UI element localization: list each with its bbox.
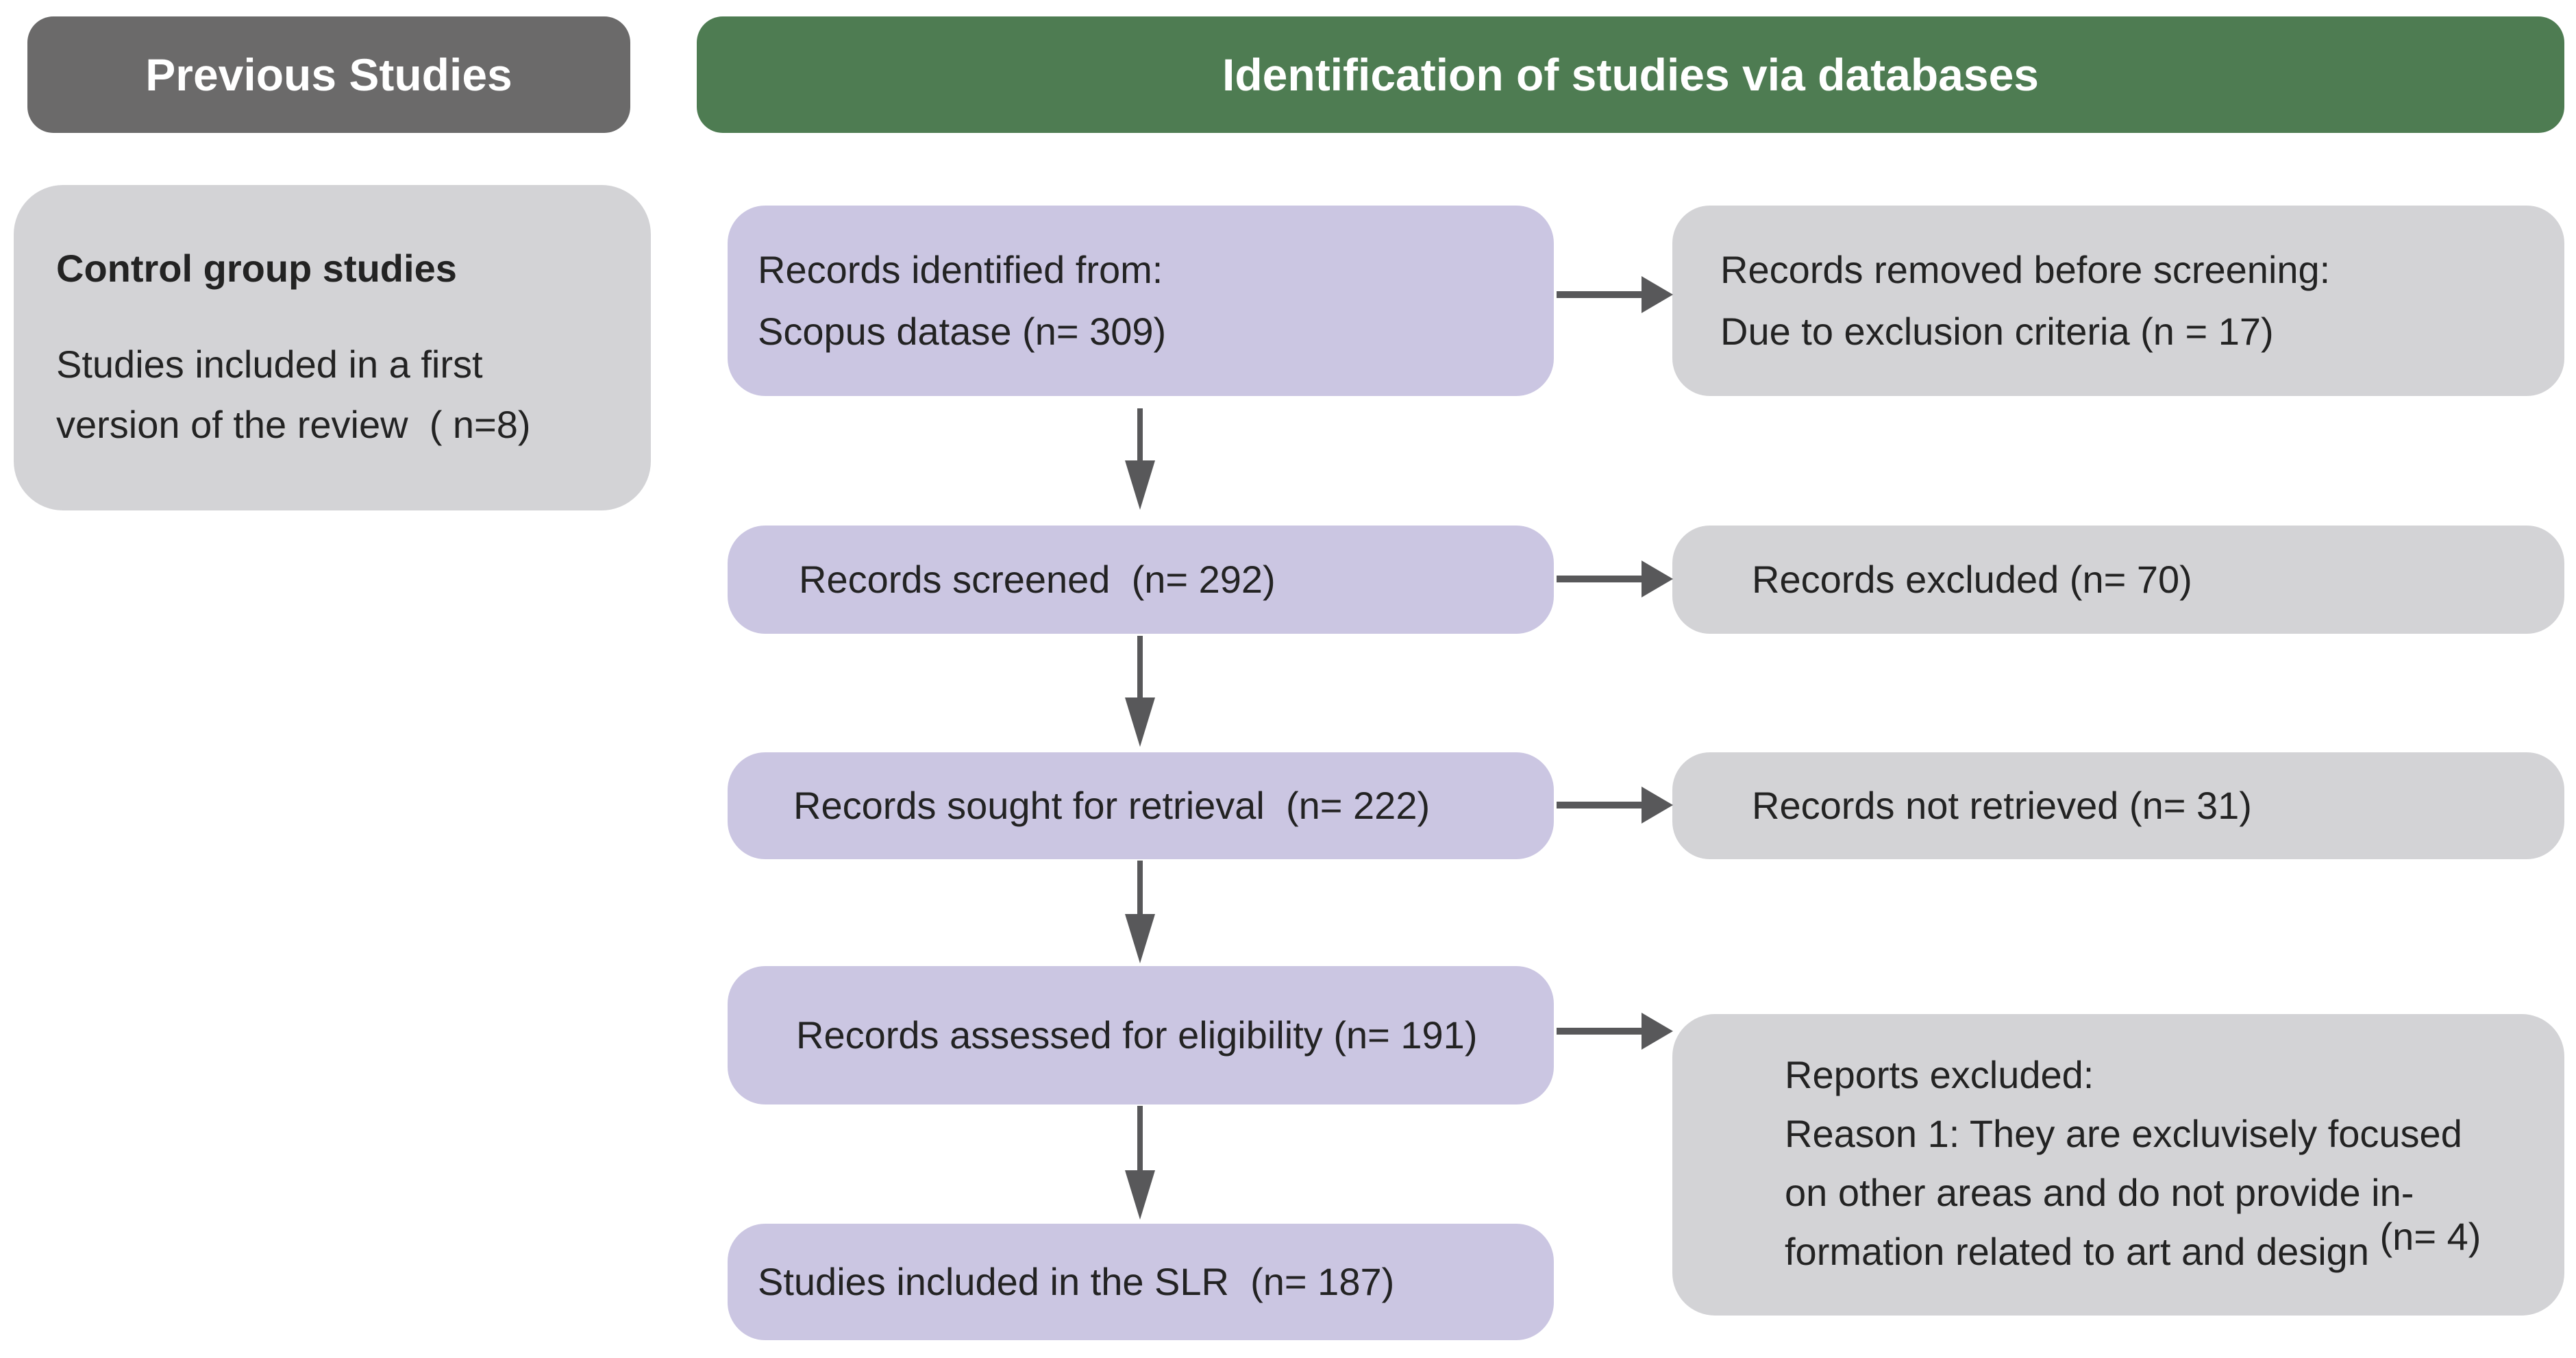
down-arrow-line — [1137, 861, 1143, 915]
side-text-line: formation related to art and design (n= … — [1785, 1215, 2537, 1281]
right-arrow-line — [1557, 576, 1644, 582]
side-records-not-retrieved-box: Records not retrieved (n= 31) — [1672, 752, 2564, 859]
step-text-line: Records assessed for eligibility (n= 191… — [796, 1013, 1478, 1057]
step-records-sought-box: Records sought for retrieval (n= 222) — [728, 752, 1554, 859]
down-arrow-head-icon — [1125, 697, 1155, 747]
right-arrow-head-icon — [1642, 560, 1673, 597]
control-group-studies-box: Control group studies Studies included i… — [14, 185, 651, 510]
identification-header: Identification of studies via databases — [697, 16, 2564, 133]
side-text-line: Records not retrieved (n= 31) — [1752, 784, 2252, 827]
side-text-line: Records excluded (n= 70) — [1752, 558, 2192, 601]
right-arrow-line — [1557, 291, 1644, 298]
down-arrow-line — [1137, 636, 1143, 699]
side-text-line: Records removed before screening: — [1720, 248, 2331, 291]
side-records-removed-box: Records removed before screening: Due to… — [1672, 206, 2564, 396]
side-text-line: on other areas and do not provide in- — [1785, 1171, 2414, 1214]
side-text-line: Reason 1: They are excluvisely focused — [1785, 1112, 2462, 1155]
previous-studies-header: Previous Studies — [27, 16, 630, 133]
down-arrow-head-icon — [1125, 914, 1155, 963]
control-group-text-line: Studies included in a first — [56, 343, 483, 386]
side-records-excluded-box: Records excluded (n= 70) — [1672, 526, 2564, 634]
side-text-fragment: formation related to art and design — [1785, 1230, 2380, 1273]
right-arrow-line — [1557, 802, 1644, 808]
down-arrow-line — [1137, 1106, 1143, 1172]
identification-header-label: Identification of studies via databases — [1222, 49, 2039, 100]
down-arrow-head-icon — [1125, 1170, 1155, 1220]
control-group-text-line: version of the review ( n=8) — [56, 403, 531, 446]
side-text-line: Reports excluded: — [1785, 1053, 2094, 1096]
down-arrow-line — [1137, 408, 1143, 463]
step-studies-included-box: Studies included in the SLR (n= 187) — [728, 1224, 1554, 1340]
step-text-line: Studies included in the SLR (n= 187) — [758, 1260, 1395, 1303]
side-n-value: (n= 4) — [2379, 1215, 2481, 1258]
step-text-line: Records sought for retrieval (n= 222) — [793, 784, 1431, 827]
right-arrow-head-icon — [1642, 276, 1673, 313]
right-arrow-line — [1557, 1028, 1644, 1035]
side-reports-excluded-box: Reports excluded: Reason 1: They are exc… — [1672, 1014, 2564, 1316]
control-group-title: Control group studies — [56, 247, 457, 290]
step-records-identified-box: Records identified from: Scopus datase (… — [728, 206, 1554, 396]
right-arrow-head-icon — [1642, 787, 1673, 824]
step-text-line: Records identified from: — [758, 248, 1163, 291]
step-text-line: Scopus datase (n= 309) — [758, 310, 1167, 353]
right-arrow-head-icon — [1642, 1013, 1673, 1050]
step-text-line: Records screened (n= 292) — [799, 558, 1276, 601]
step-records-assessed-box: Records assessed for eligibility (n= 191… — [728, 966, 1554, 1104]
step-records-screened-box: Records screened (n= 292) — [728, 526, 1554, 634]
down-arrow-head-icon — [1125, 460, 1155, 510]
previous-studies-header-label: Previous Studies — [145, 49, 512, 100]
side-text-line: Due to exclusion criteria (n = 17) — [1720, 310, 2274, 353]
